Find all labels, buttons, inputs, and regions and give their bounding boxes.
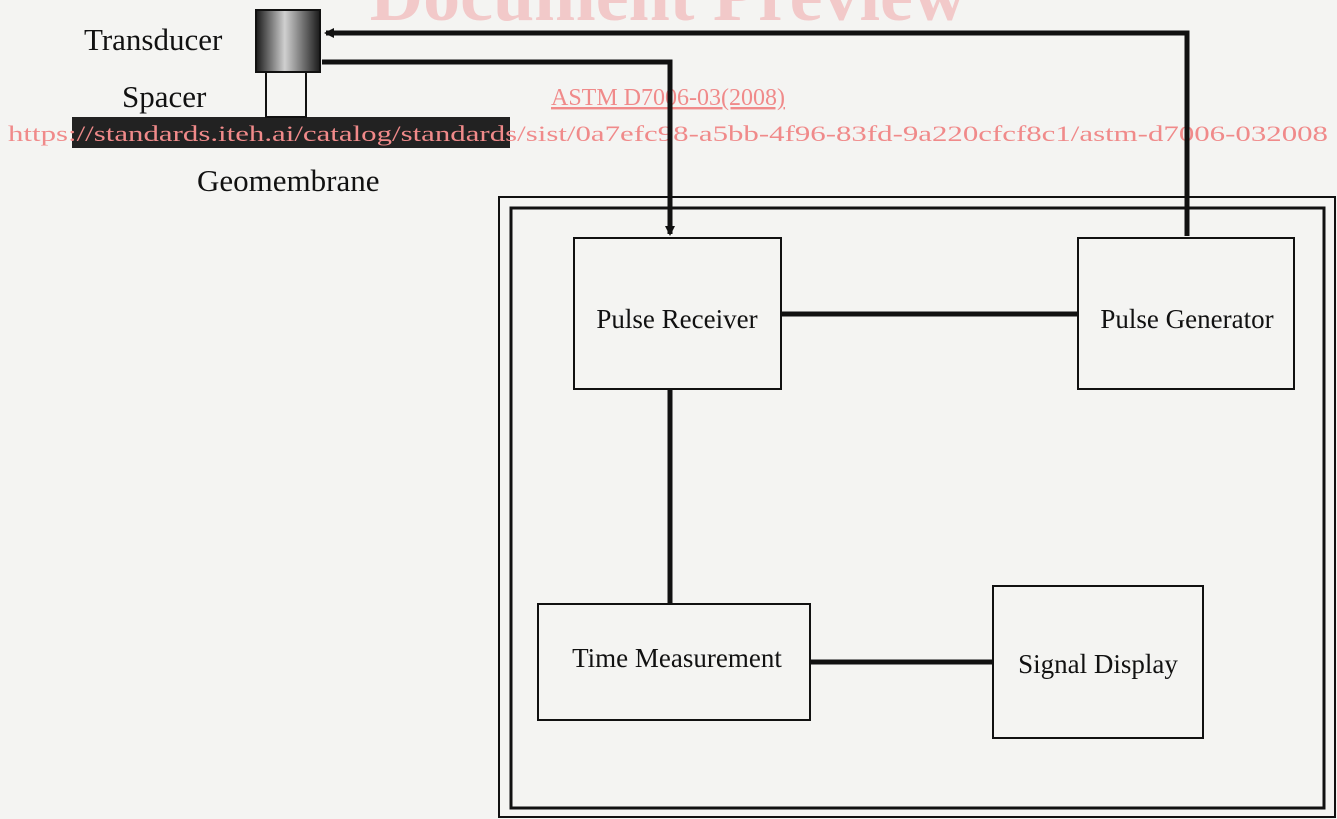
pulse-receiver-box xyxy=(573,237,782,390)
geomembrane-bar xyxy=(72,117,510,148)
pulse-receiver-label: Pulse Receiver xyxy=(596,304,757,334)
signal-display-box xyxy=(992,585,1204,739)
time-measurement-box xyxy=(537,603,811,721)
pulse-generator-label: Pulse Generator xyxy=(1100,304,1273,334)
pulse-generator-box xyxy=(1077,237,1295,390)
spacer xyxy=(265,71,307,118)
system-enclosure-outer xyxy=(498,196,1336,818)
spacer-label: Spacer xyxy=(122,79,207,114)
connector-generator-to-transducer xyxy=(324,28,1190,236)
signal-display-label: Signal Display xyxy=(1018,649,1178,679)
geomembrane-label: Geomembrane xyxy=(197,163,379,198)
time-measurement-label: Time Measurement xyxy=(572,643,782,673)
connector-transducer-to-receiver xyxy=(322,59,675,236)
system-enclosure-inner xyxy=(509,206,1326,810)
transducer-label: Transducer xyxy=(84,22,223,57)
transducer xyxy=(255,9,321,73)
